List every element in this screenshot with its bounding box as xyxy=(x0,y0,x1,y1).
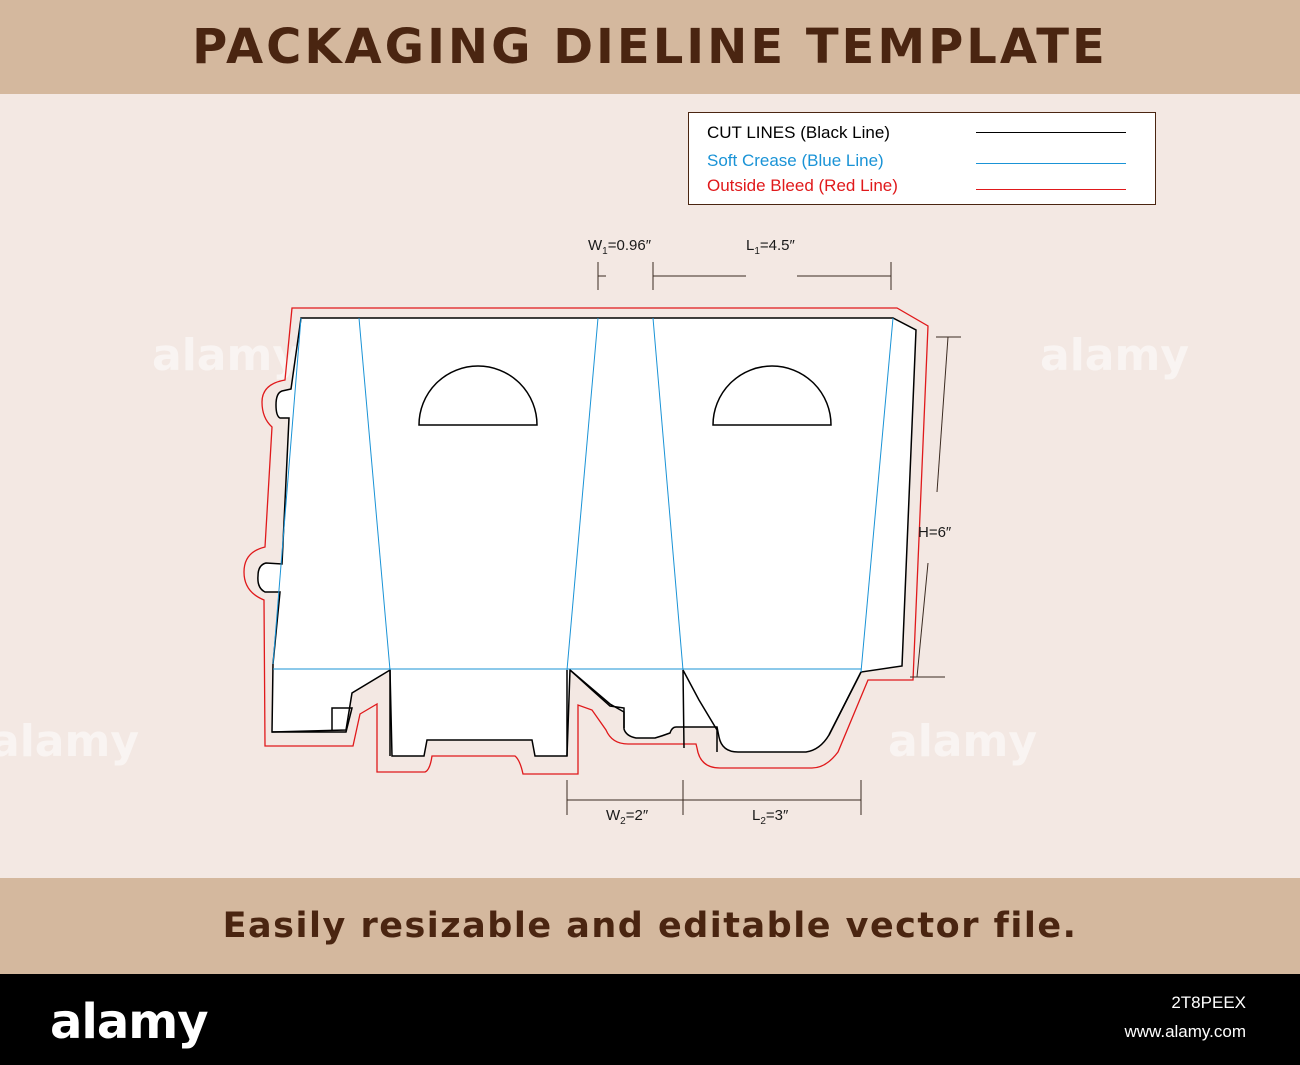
handle-cutout-left xyxy=(418,365,538,426)
footer-id-block: 2T8PEEX www.alamy.com xyxy=(1124,988,1246,1046)
legend-bleed-label: Outside Bleed (Red Line) xyxy=(707,176,898,195)
legend-crease-label: Soft Crease (Blue Line) xyxy=(707,151,884,170)
legend-cut-label: CUT LINES (Black Line) xyxy=(707,123,890,142)
dimension-lines xyxy=(566,262,961,815)
legend-bleed-line xyxy=(976,189,1126,190)
watermark-left: alamy xyxy=(152,330,301,381)
dim-w1-label: W1=0.96″ xyxy=(588,237,652,257)
watermark-bottom-left: alamy xyxy=(0,716,139,767)
page-title: PACKAGING DIELINE TEMPLATE xyxy=(192,19,1108,75)
watermark-right: alamy xyxy=(1040,330,1189,381)
site-url: www.alamy.com xyxy=(1124,1022,1246,1041)
dim-w2-label: W2=2″ xyxy=(606,807,649,827)
bottom-flap-cuts xyxy=(272,669,862,756)
dim-l2-label: L2=3″ xyxy=(752,807,789,827)
legend-box: CUT LINES (Black Line) Soft Crease (Blue… xyxy=(688,112,1156,205)
tagline: Easily resizable and editable vector fil… xyxy=(222,906,1078,946)
bleed-outline xyxy=(243,307,929,775)
dim-h-label: H=6″ xyxy=(918,524,952,541)
image-id: 2T8PEEX xyxy=(1171,993,1246,1012)
tagline-band: Easily resizable and editable vector fil… xyxy=(0,878,1300,974)
dieline-drawing: W1=0.96″ L1=4.5″ H=6″ W2=2″ L2=3″ xyxy=(243,237,961,827)
crease-lines xyxy=(272,317,894,673)
legend-cut-line xyxy=(976,132,1126,133)
cut-outline xyxy=(257,317,917,757)
footer-strip: alamy 2T8PEEX www.alamy.com xyxy=(0,974,1300,1065)
alamy-logo: alamy xyxy=(50,994,209,1050)
handle-cutout-right xyxy=(712,365,832,426)
watermark-bottom-right: alamy xyxy=(888,716,1037,767)
legend-crease-line xyxy=(976,163,1126,164)
dim-l1-label: L1=4.5″ xyxy=(746,237,796,257)
header-band: PACKAGING DIELINE TEMPLATE xyxy=(0,0,1300,94)
